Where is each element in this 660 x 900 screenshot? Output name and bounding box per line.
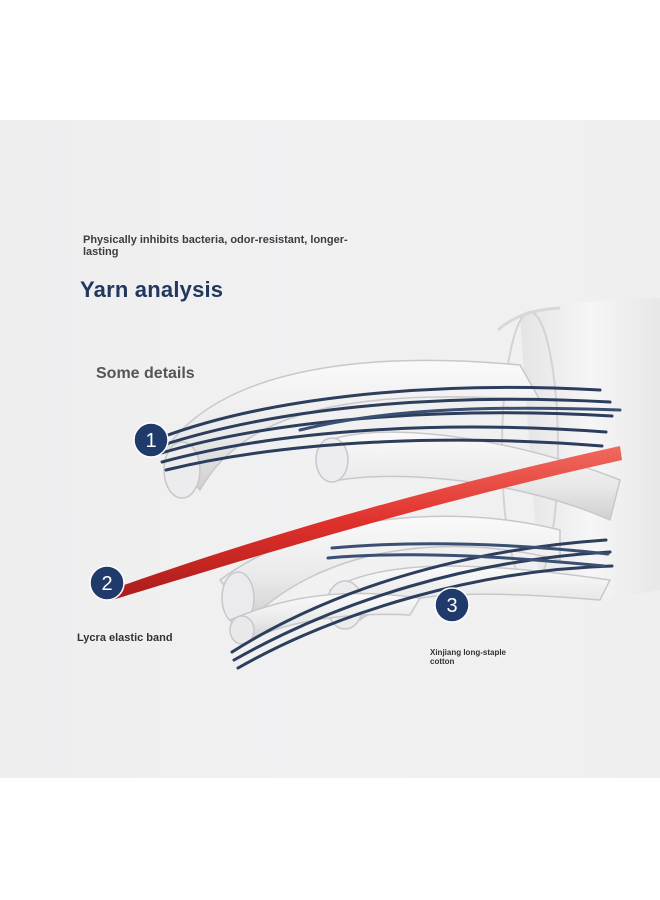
cotton-strands — [163, 359, 621, 645]
navy-fibers-top — [156, 385, 622, 472]
section-heading: Some details — [96, 365, 195, 382]
subtitle-text: Physically inhibits bacteria, odor-resis… — [83, 234, 348, 258]
marker-1-number: 1 — [145, 430, 156, 452]
marker-2-number: 2 — [101, 573, 112, 595]
yarn-illustration: 1 2 3 — [89, 298, 660, 670]
product-illustration: Physically inhibits bacteria, odor-resis… — [0, 120, 660, 778]
page-title: Yarn analysis — [80, 277, 224, 302]
marker-3: 3 — [434, 587, 470, 623]
lycra-fiber — [110, 446, 622, 600]
lycra-label: Lycra elastic band — [77, 632, 173, 644]
marker-1: 1 — [133, 422, 169, 458]
marker-3-number: 3 — [446, 595, 457, 617]
cotton-label: Xinjiang long-staple cotton — [430, 648, 507, 666]
navy-fibers-bottom — [230, 538, 614, 670]
marker-2: 2 — [89, 565, 125, 601]
